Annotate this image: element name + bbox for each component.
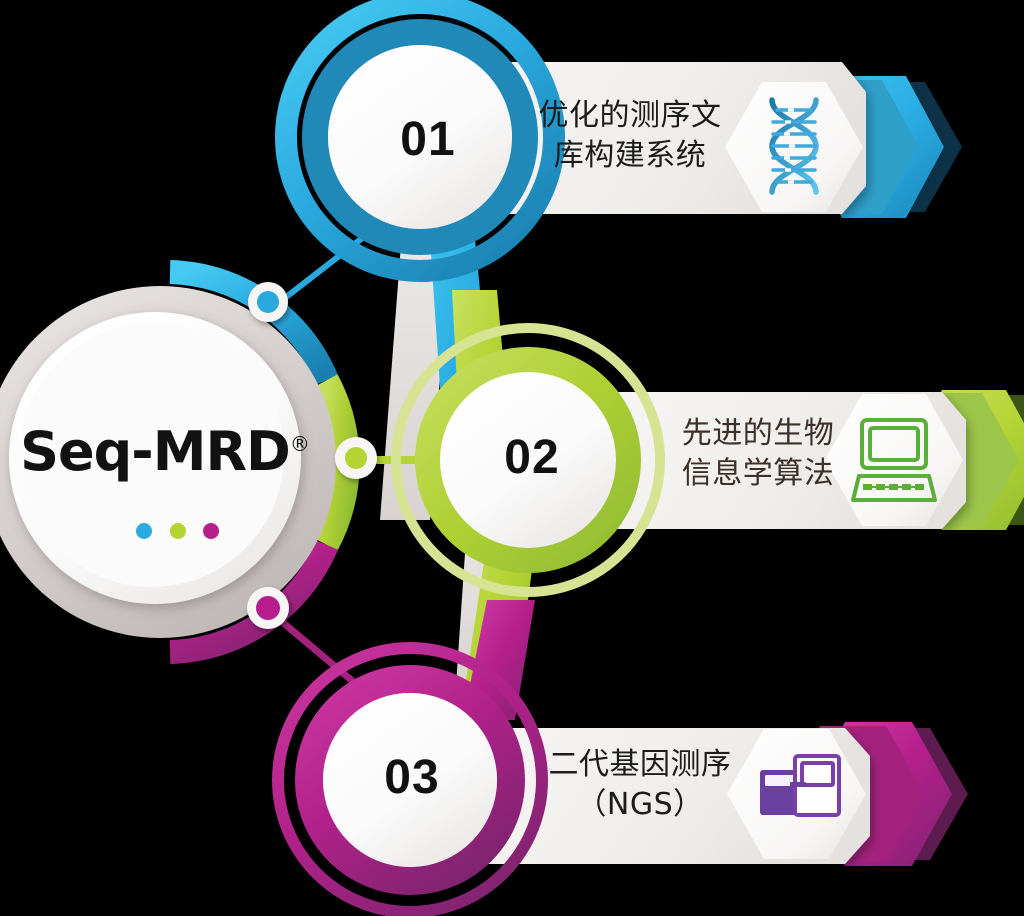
trademark-symbol: ® [289,432,310,456]
center-brand: Seq-MRD® [20,420,310,483]
center-brand-text: Seq-MRD [20,420,291,483]
hub-knob-3[interactable] [247,587,289,629]
node-03-outer-ring [272,642,548,916]
hub-knobs[interactable] [247,282,377,629]
dot-magenta-icon [203,523,219,539]
panel-1-group[interactable] [466,62,962,218]
panel-2-label: 先进的生物 信息学算法 [681,416,835,491]
node-02-face [440,372,616,548]
dot-green-icon [170,523,186,539]
node-02-inner-ring [415,347,641,573]
node-01-inner-ring [302,19,538,255]
dna-helix-icon [769,97,819,195]
hub-face [20,323,284,587]
node-01-number: 01 [400,113,456,166]
node-03[interactable] [272,642,548,916]
node-01-face [328,45,512,229]
panel-1-label: 优化的测序文 库构建系统 [538,98,722,173]
panel-2-group[interactable] [600,390,1024,530]
node-02-number: 02 [504,431,560,484]
node-02-outer-ring [391,323,665,597]
node-02[interactable] [391,323,665,597]
dot-blue-icon [136,523,152,539]
node-01[interactable] [275,0,565,282]
panel-3-label: 二代基因测序 （NGS） [548,747,732,822]
node-03-number: 03 [384,751,440,804]
hub-knob-2[interactable] [335,437,377,479]
node-03-inner-ring [295,665,525,895]
node-03-face [323,693,497,867]
sequencer-machine-icon [760,754,841,817]
hub-knob-1[interactable] [248,282,288,322]
brand-dots [136,523,219,539]
node-01-outer-ring [275,0,565,282]
panel-3-group[interactable] [470,722,968,866]
computer-monitor-icon [851,418,937,502]
